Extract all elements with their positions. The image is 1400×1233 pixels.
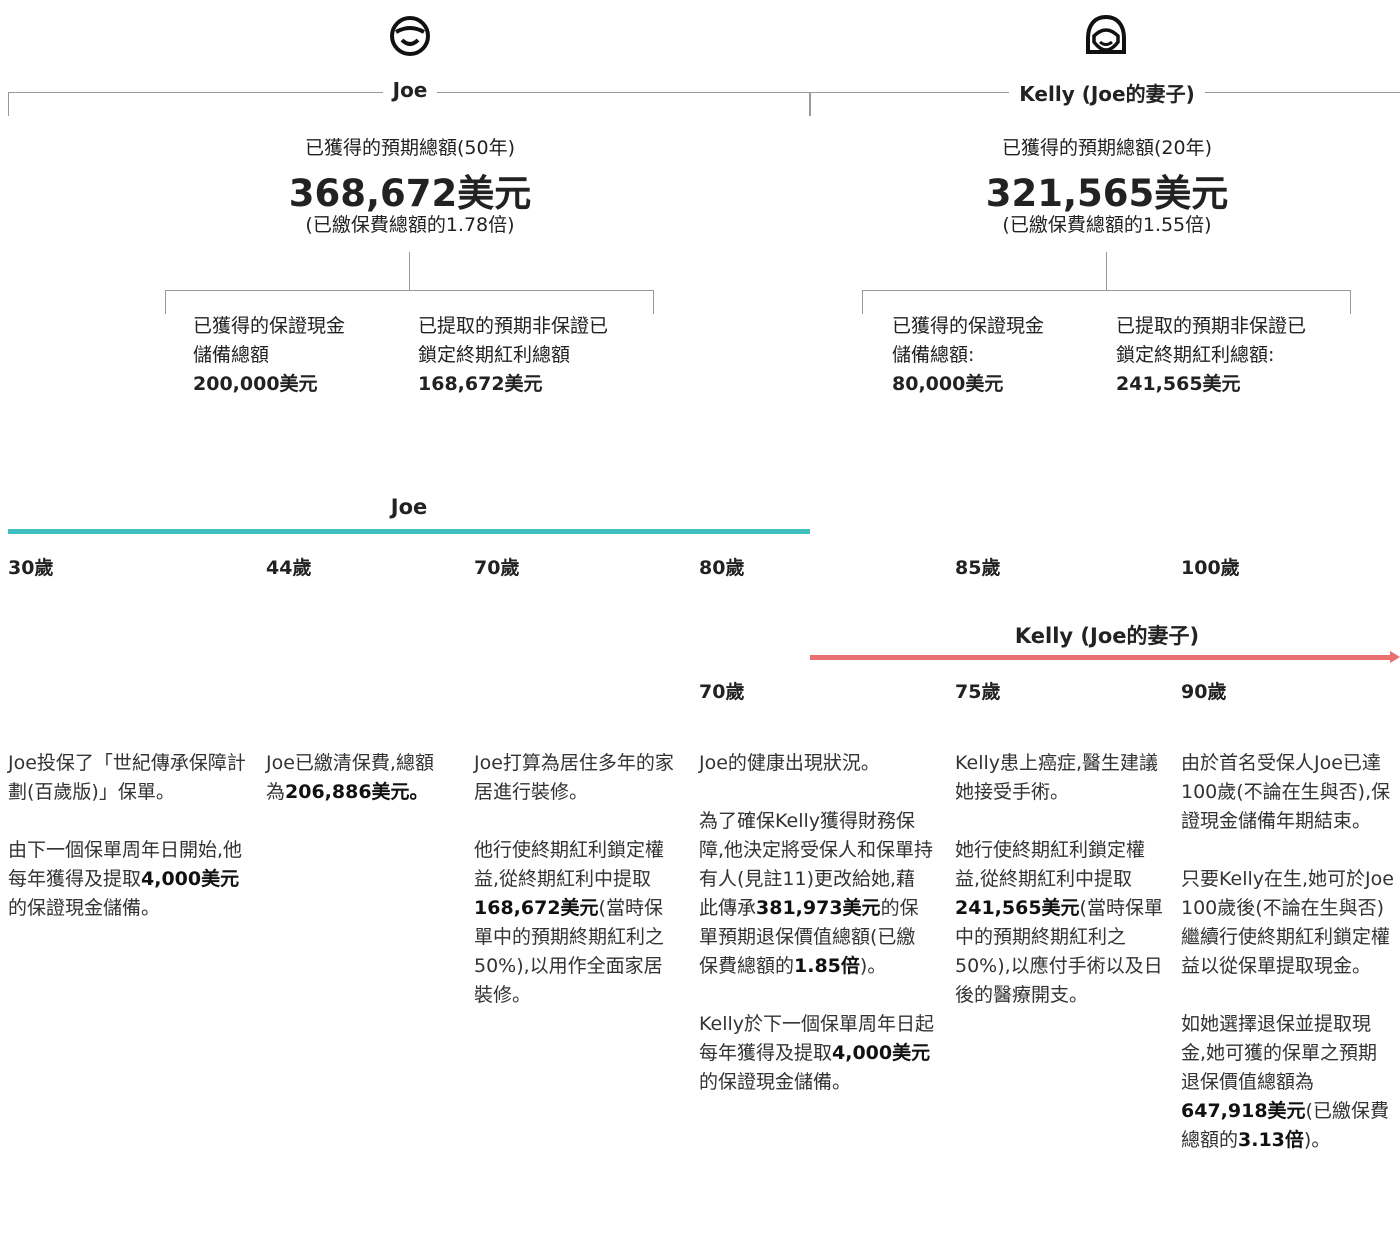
event-column-4: Joe的健康出現狀況。 為了確保Kelly獲得財務保障,他決定將受保人和保單持有… [699,752,935,1093]
age-label: 30歲 [8,557,54,579]
event-column-3: Joe打算為居住多年的家居進行裝修。 他行使終期紅利鎖定權益,從終期紅利中提取1… [474,752,674,1006]
kelly-guaranteed-box: 已獲得的保證現金儲備總額:80,000美元 [892,315,1045,395]
kelly-multiple: (已繳保費總額的1.55倍) [1002,214,1212,236]
age-label: 70歲 [699,681,745,703]
kelly-name: Kelly (Joe的妻子) [1009,82,1205,106]
joe-sub: 已獲得的預期總額(50年) [304,137,515,159]
kelly-total: 321,565美元 [985,172,1229,215]
joe-name: Joe [382,78,438,102]
age-label: 70歲 [474,557,520,579]
timeline-kelly-label: Kelly (Joe的妻子) [1014,624,1200,648]
joe-multiple: (已繳保費總額的1.78倍) [305,214,515,236]
timeline-joe-label: Joe [390,495,428,519]
age-label: 90歲 [1181,681,1227,703]
kelly-bonus-box: 已提取的預期非保證已鎖定終期紅利總額:241,565美元 [1116,315,1307,395]
event-column-5: Kelly患上癌症,醫生建議她接受手術。 她行使終期紅利鎖定權益,從終期紅利中提… [955,752,1163,1006]
joe-total: 368,672美元 [288,172,532,215]
girl-face-icon [1084,14,1128,62]
arrow-right-icon [1390,651,1400,663]
joe-summary: Joe 已獲得的預期總額(50年) 368,672美元 (已繳保費總額的1.78… [0,0,810,420]
age-label: 44歲 [266,557,312,579]
event-column-1: Joe投保了「世紀傳承保障計劃(百歲版)」保單。 由下一個保單周年日開始,他每年… [8,752,246,919]
boy-face-icon [388,14,432,62]
event-column-2: Joe已繳清保費,總額為206,886美元。 [266,752,434,803]
age-label: 80歲 [699,557,745,579]
kelly-sub: 已獲得的預期總額(20年) [1001,137,1212,159]
age-label: 100歲 [1181,557,1240,579]
event-column-6: 由於首名受保人Joe已達100歲(不論在生與否),保證現金儲備年期結束。 只要K… [1181,752,1394,1151]
kelly-timeline-bar [810,655,1392,660]
kelly-summary: Kelly (Joe的妻子) 已獲得的預期總額(20年) 321,565美元 (… [810,0,1400,420]
age-label: 75歲 [955,681,1001,703]
age-label: 85歲 [955,557,1001,579]
joe-timeline-bar [8,529,810,534]
